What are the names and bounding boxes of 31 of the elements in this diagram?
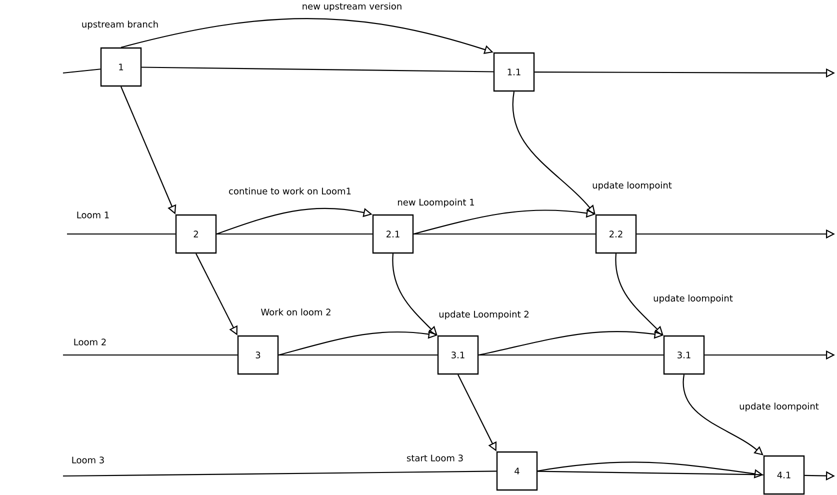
arrow	[682, 374, 764, 456]
lane-label: Loom 1	[77, 212, 109, 218]
timeline-line	[478, 354, 664, 356]
version-box: 3.1	[437, 335, 479, 375]
version-box: 1	[100, 47, 142, 87]
lane-label: Loom 2	[74, 338, 106, 346]
timeline-line	[414, 233, 596, 235]
arrow	[392, 254, 438, 336]
version-box: 3.1	[663, 335, 705, 375]
version-box: 2.2	[595, 214, 637, 254]
timeline-line	[63, 470, 496, 477]
timeline-line	[278, 354, 438, 356]
annotation: new upstream version	[302, 2, 402, 12]
timeline-line	[67, 233, 176, 235]
version-box: 2.1	[372, 214, 414, 254]
annotation: continue to work on Loom1	[229, 188, 351, 194]
annotation: update loompoint	[740, 402, 819, 412]
arrow	[615, 254, 664, 336]
version-box: 4	[496, 451, 538, 491]
annotation: update loompoint	[654, 294, 733, 304]
timeline-line	[216, 233, 372, 235]
arrow	[512, 92, 596, 214]
version-box: 1.1	[493, 52, 535, 92]
version-box: 2	[175, 214, 217, 254]
timeline-line	[63, 354, 238, 356]
timeline-line	[538, 470, 764, 476]
version-box: 4.1	[763, 455, 805, 495]
timeline-line	[142, 66, 494, 72]
lane-label: Loom 3	[72, 456, 104, 464]
timeline-line	[62, 68, 100, 74]
version-box: 3	[237, 335, 279, 375]
